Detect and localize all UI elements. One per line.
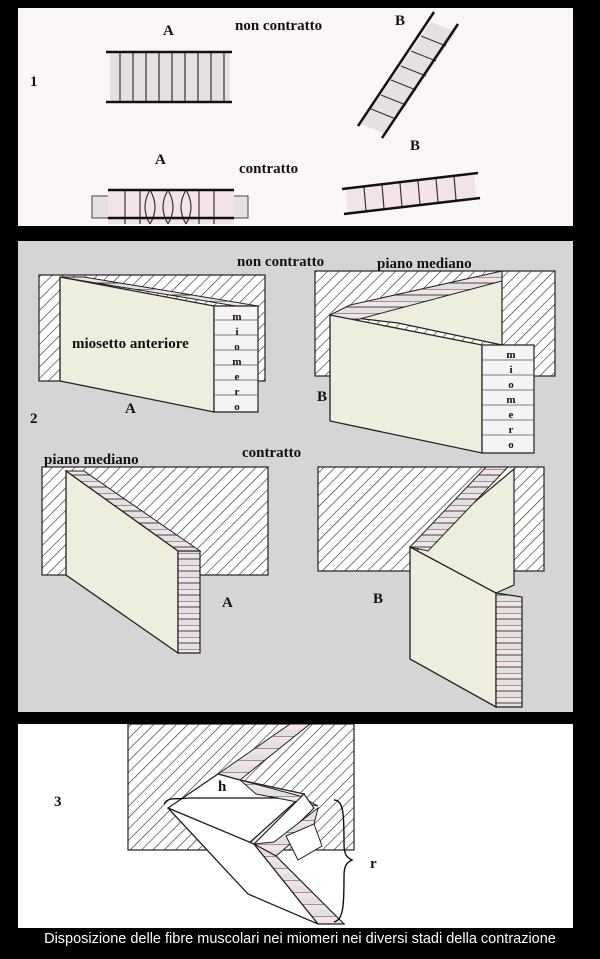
myomere-letter: i <box>509 364 513 376</box>
myomere-letter: o <box>234 401 240 413</box>
label-median-plane-relaxed: piano mediano <box>377 256 472 272</box>
myomere-cone-detail <box>127 724 355 925</box>
panel-number-1: 1 <box>30 74 38 90</box>
myomere-letter: r <box>234 386 240 398</box>
myomere-contracted-b <box>317 466 545 709</box>
myomere-letter: i <box>235 326 239 338</box>
label-b-relaxed: B <box>317 389 328 405</box>
figure-caption: Disposizione delle fibre muscolari nei m… <box>44 931 556 947</box>
myomere-contracted-a <box>41 466 269 655</box>
panel-1-drawing <box>91 11 481 225</box>
panel-2-drawing <box>38 270 556 709</box>
panel-3: 3 h r <box>18 724 573 928</box>
panel-3-drawing <box>127 724 355 925</box>
label-median-plane-contracted: piano mediano <box>44 452 139 468</box>
panel-number-3: 3 <box>54 794 62 810</box>
contracted-fiber-strip-b <box>341 171 481 216</box>
label-b-contracted: B <box>410 138 421 154</box>
myomere-letter: r <box>508 424 514 436</box>
panel-number-2: 2 <box>30 411 38 427</box>
label-b-contracted: B <box>373 591 384 607</box>
myomere-letter: m <box>232 311 242 323</box>
relaxed-fiber-strip-b <box>356 11 460 139</box>
label-b-relaxed: B <box>395 13 406 29</box>
label-a-relaxed: A <box>163 23 174 39</box>
panel-2: 2 non contratto piano mediano miosetto a… <box>18 241 573 712</box>
relaxed-fiber-strip-a <box>106 50 232 104</box>
myomere-relaxed-b <box>314 270 556 454</box>
myomere-letter: o <box>234 341 240 353</box>
myomere-relaxed-a <box>38 274 266 413</box>
state-label-non-contracted: non contratto <box>235 18 323 34</box>
state-label-contracted: contratto <box>239 161 299 177</box>
myomere-letter: e <box>508 409 514 421</box>
state-label-contracted: contratto <box>242 445 302 461</box>
panel-1: 1 A non contratto B A contratto B <box>18 8 573 226</box>
label-h: h <box>218 779 227 795</box>
state-label-non-contracted: non contratto <box>237 254 325 270</box>
label-r: r <box>370 856 377 872</box>
myomere-letter: o <box>508 439 514 451</box>
myomere-letter: m <box>506 394 516 406</box>
myomere-letter: m <box>506 349 516 361</box>
myomere-letter: e <box>234 371 240 383</box>
myomere-letter: m <box>232 356 242 368</box>
label-anterior-myoseptum: miosetto anteriore <box>72 336 189 352</box>
label-a-contracted: A <box>155 152 166 168</box>
contracted-fiber-strip-a <box>91 188 249 225</box>
label-a-contracted: A <box>222 595 233 611</box>
label-a-relaxed: A <box>125 401 136 417</box>
myomere-letter: o <box>508 379 514 391</box>
